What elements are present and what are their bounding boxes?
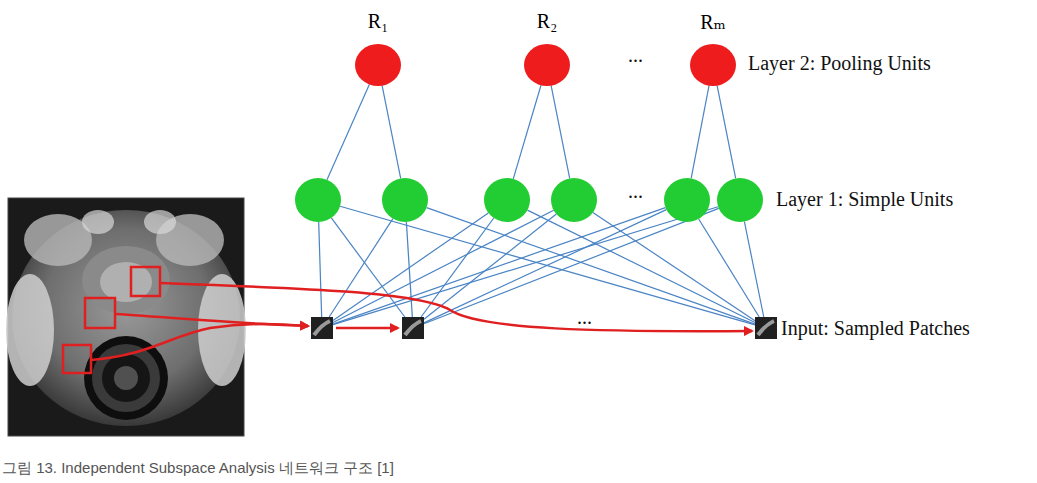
simple-shape [717, 178, 763, 222]
input-patch [755, 317, 777, 339]
connection-line [513, 85, 541, 179]
connection-line [333, 210, 554, 322]
pooling-unit: Rₘ [690, 44, 736, 86]
connection-line [593, 213, 755, 321]
simple-shape [551, 178, 597, 222]
connection-line [333, 207, 718, 325]
ellipsis: ... [577, 306, 592, 329]
connection-line [382, 86, 401, 179]
patch-shape [402, 317, 424, 339]
connection-line [699, 219, 760, 317]
layer-label: Layer 2: Pooling Units [748, 52, 931, 75]
patch-shape [311, 317, 333, 339]
connection-line [744, 222, 763, 317]
ellipsis: ... [628, 180, 643, 203]
simple-shape [484, 178, 530, 222]
ellipsis: ... [628, 44, 643, 67]
pool-shape [690, 44, 736, 86]
mri-scan [6, 198, 246, 436]
pool-shape [355, 44, 401, 86]
connection-line [424, 210, 666, 323]
connection-line [421, 218, 494, 317]
layer-label: Input: Sampled Patches [781, 317, 970, 340]
connection-line [340, 206, 755, 325]
connection-line [319, 222, 322, 317]
simple-unit [295, 178, 341, 222]
pool-shape [524, 44, 570, 86]
unit-label: R₁ [335, 10, 421, 33]
simple-unit [382, 178, 428, 222]
figure-caption: 그림 13. Independent Subspace Analysis 네트워… [2, 459, 394, 478]
connection-line [331, 218, 405, 317]
connection-line [551, 86, 570, 179]
connection-line [329, 219, 393, 317]
simple-unit [717, 178, 763, 222]
connection-line [527, 210, 755, 322]
unit-label: Rₘ [670, 10, 756, 34]
connection-line [424, 214, 556, 319]
simple-unit [484, 178, 530, 222]
sampling-arrow [91, 283, 752, 360]
unit-label: R₂ [504, 10, 590, 33]
simple-unit [664, 178, 710, 222]
patch-shape [755, 317, 777, 339]
connection-line [717, 86, 736, 179]
input-patch [311, 317, 333, 339]
input-patch [402, 317, 424, 339]
connection-line [327, 84, 369, 179]
pooling-unit: R₁ [355, 44, 401, 86]
simple-shape [664, 178, 710, 222]
connection-line [424, 208, 719, 323]
connection-line [333, 208, 665, 325]
simple-shape [382, 178, 428, 222]
patch-marker [63, 267, 160, 373]
connection-line [691, 86, 709, 179]
simple-unit [551, 178, 597, 222]
pooling-unit: R₂ [524, 44, 570, 86]
simple-shape [295, 178, 341, 222]
layer-label: Layer 1: Simple Units [776, 188, 953, 211]
